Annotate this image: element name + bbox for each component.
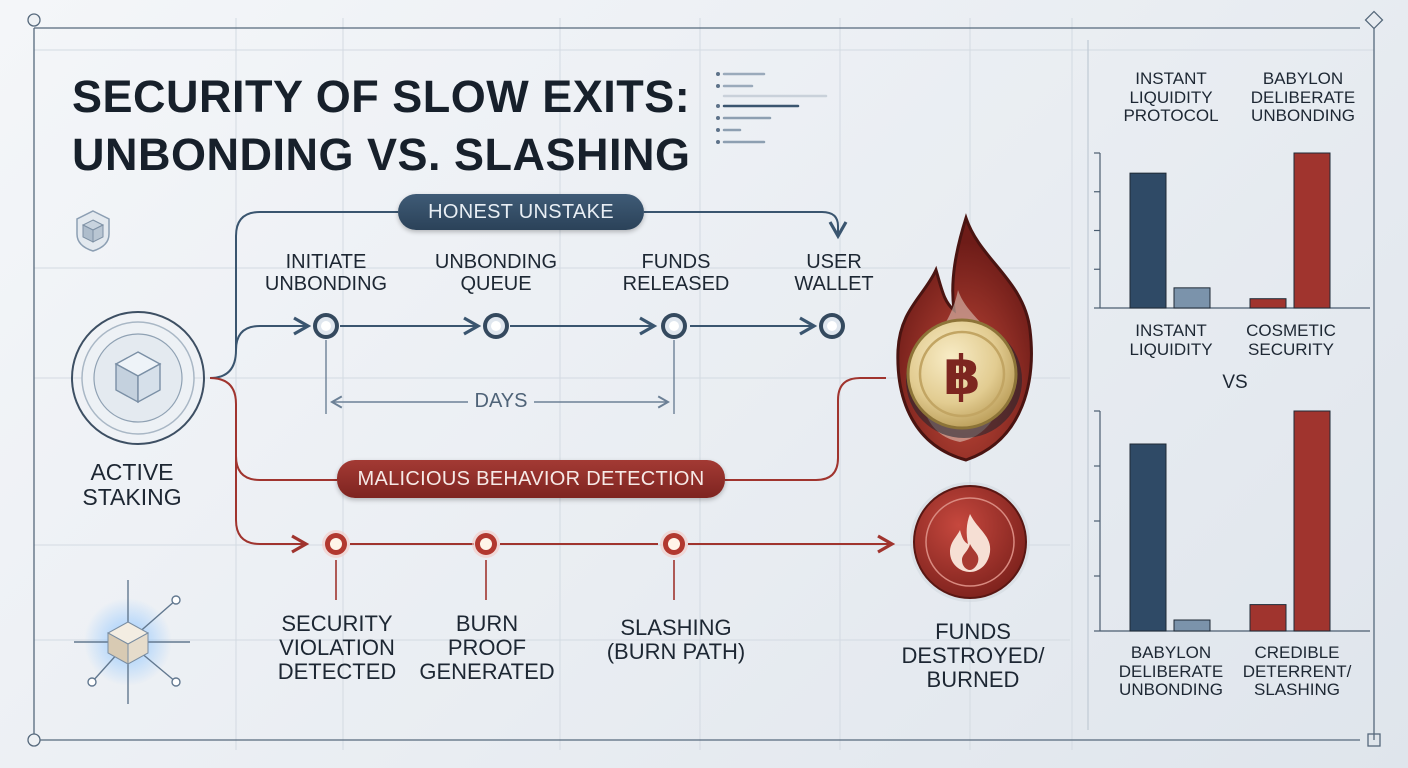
step-burn-line-1: BURN (455, 611, 519, 636)
step-burn-line-3: GENERATED (419, 658, 555, 684)
step-violation-line-1: SECURITY (281, 611, 393, 636)
funds-destroyed-line-1: FUNDS (935, 619, 1011, 644)
active-staking-label: ACTIVE STAKING (72, 460, 192, 510)
step-slashing-line-2: (BURN PATH) (606, 638, 746, 664)
step-security-violation: SECURITY VIOLATION DETECTED (262, 612, 412, 683)
top-header-2-line-2: DELIBERATE (1250, 87, 1356, 107)
top-header-1-line-3: PROTOCOL (1123, 106, 1219, 126)
active-staking-line-1: ACTIVE (90, 459, 174, 485)
honest-flow-line (235, 316, 312, 351)
top-chart-bar-1-1 (1293, 152, 1331, 309)
step-slashing: SLASHING (BURN PATH) (596, 616, 756, 664)
top-header-1-line-2: LIQUIDITY (1129, 87, 1213, 107)
honest-nodes (313, 313, 845, 339)
top-chart-header-1: INSTANT LIQUIDITY PROTOCOL (1096, 69, 1246, 126)
bottom-footer-1-line-2: DELIBERATE (1118, 661, 1224, 681)
step-burn-line-2: PROOF (447, 634, 527, 660)
bottom-footer-2-line-2: DETERRENT/ (1242, 661, 1352, 681)
malicious-detection-pill: MALICIOUS BEHAVIOR DETECTION (337, 460, 725, 498)
bottom-chart-bar-0-1 (1173, 619, 1211, 632)
step-queue-line-1: UNBONDING (434, 251, 558, 273)
funds-destroyed-line-2: DESTROYED/ (901, 642, 1045, 668)
top-chart-header-2: BABYLON DELIBERATE UNBONDING (1228, 69, 1378, 126)
shield-cube-icon (76, 210, 110, 252)
top-chart-footer-1: INSTANT LIQUIDITY (1096, 321, 1246, 359)
step-funds-released: FUNDS RELEASED (606, 251, 746, 295)
bottom-footer-1-line-1: BABYLON (1130, 643, 1212, 662)
step-user-wallet: USER WALLET (774, 251, 894, 295)
funds-destroyed-label: FUNDS DESTROYED/ BURNED (888, 620, 1058, 691)
network-cube-icon (74, 580, 190, 704)
step-released-line-1: FUNDS (641, 251, 711, 273)
step-wallet-line-2: WALLET (794, 272, 874, 295)
bottom-chart-bar-0-0 (1129, 443, 1167, 632)
top-chart-footer-2: COSMETIC SECURITY (1216, 321, 1366, 359)
top-header-2-line-3: UNBONDING (1251, 106, 1355, 126)
page-title: SECURITY OF SLOW EXITS: UNBONDING VS. SL… (72, 68, 691, 184)
step-violation-line-3: DETECTED (277, 658, 397, 684)
bottom-comparison-chart (1094, 410, 1370, 632)
bottom-footer-2-line-1: CREDIBLE (1254, 643, 1340, 662)
bottom-footer-1-line-3: UNBONDING (1119, 680, 1223, 700)
step-burn-proof: BURN PROOF GENERATED (412, 612, 562, 683)
bottom-chart-bar-1-1 (1293, 410, 1331, 632)
title-line-2: UNBONDING VS. SLASHING (72, 129, 691, 180)
active-staking-icon (71, 311, 205, 445)
step-unbonding-queue: UNBONDING QUEUE (426, 251, 566, 295)
burning-bitcoin-icon: ฿ (896, 213, 1033, 462)
malicious-top-connector (725, 377, 886, 481)
vs-label: VS (1222, 372, 1248, 393)
malicious-nodes (322, 530, 688, 558)
malicious-branch-connector (209, 377, 337, 481)
funds-destroyed-line-3: BURNED (926, 666, 1020, 692)
top-footer-2-line-2: SECURITY (1248, 339, 1334, 359)
bitcoin-symbol: ฿ (943, 344, 981, 407)
top-footer-1-line-1: INSTANT (1135, 321, 1207, 340)
top-comparison-chart (1094, 152, 1370, 309)
step-slashing-line-1: SLASHING (620, 615, 732, 640)
malicious-flow-line (235, 456, 310, 554)
step-violation-line-2: VIOLATION (279, 634, 395, 660)
title-line-1: SECURITY OF SLOW EXITS: (72, 71, 691, 122)
fire-badge-icon (910, 482, 1030, 602)
bottom-chart-footer-2: CREDIBLE DETERRENT/ SLASHING (1222, 643, 1372, 700)
days-label: DAYS (474, 390, 528, 412)
step-wallet-line-1: USER (806, 251, 862, 273)
honest-branch-connector (209, 211, 398, 379)
step-initiate-unbonding: INITIATE UNBONDING (256, 251, 396, 295)
top-header-1-line-1: INSTANT (1135, 69, 1207, 88)
top-chart-bar-0-0 (1129, 172, 1167, 309)
active-staking-line-2: STAKING (82, 483, 182, 510)
bottom-footer-2-line-3: SLASHING (1254, 680, 1340, 700)
step-initiate-line-2: UNBONDING (264, 272, 388, 295)
honest-top-arrow (644, 211, 848, 240)
top-chart-bar-1-0 (1249, 298, 1287, 309)
bottom-chart-bar-1-0 (1249, 604, 1287, 632)
top-header-2-line-1: BABYLON (1262, 69, 1344, 88)
step-queue-line-2: QUEUE (460, 272, 532, 295)
top-footer-2-line-1: COSMETIC (1246, 321, 1336, 340)
bottom-chart-footer-1: BABYLON DELIBERATE UNBONDING (1096, 643, 1246, 700)
step-released-line-2: RELEASED (622, 272, 730, 295)
step-initiate-line-1: INITIATE (285, 251, 367, 273)
top-footer-1-line-2: LIQUIDITY (1129, 339, 1213, 359)
honest-unstake-pill: HONEST UNSTAKE (398, 194, 644, 230)
top-chart-bar-0-1 (1173, 287, 1211, 309)
